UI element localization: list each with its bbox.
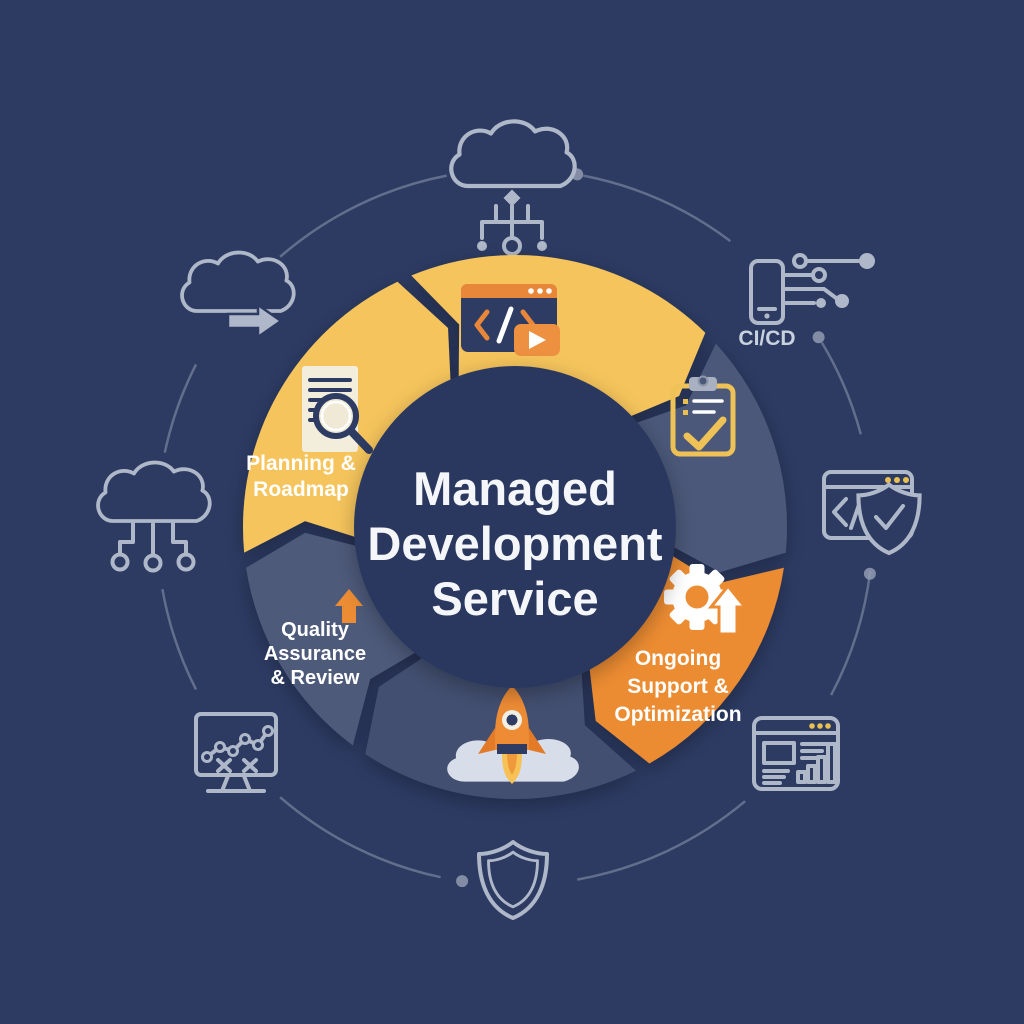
svg-text:Optimization: Optimization bbox=[614, 703, 741, 726]
monitor-chart-icon bbox=[194, 712, 278, 793]
center-title-line1: Managed bbox=[413, 462, 617, 515]
svg-text:Assurance: Assurance bbox=[264, 643, 366, 665]
qa-label: Quality Assurance & Review bbox=[264, 619, 366, 689]
center-title-line2: Development bbox=[367, 517, 662, 570]
cloud-transfer-icon bbox=[180, 250, 296, 340]
center-circle bbox=[354, 366, 676, 688]
center-title-line3: Service bbox=[431, 572, 598, 625]
svg-text:Planning &: Planning & bbox=[246, 452, 356, 475]
right-arrow-icon bbox=[226, 302, 284, 340]
planning-label: Planning & Roadmap bbox=[246, 452, 356, 501]
cloud-network-icon bbox=[96, 460, 212, 573]
gear-upgrade-icon bbox=[664, 564, 749, 636]
svg-text:Quality: Quality bbox=[281, 619, 350, 641]
svg-text:& Review: & Review bbox=[271, 667, 360, 689]
svg-text:Ongoing: Ongoing bbox=[635, 647, 721, 670]
document-magnifier-icon bbox=[302, 366, 373, 454]
svg-text:Roadmap: Roadmap bbox=[253, 478, 349, 501]
support-label: Ongoing Support & Optimization bbox=[614, 647, 741, 726]
shield-icon bbox=[477, 840, 549, 920]
orbit-circle bbox=[161, 174, 872, 881]
clipboard-check-icon bbox=[670, 375, 736, 457]
rocket-launch-icon bbox=[447, 686, 579, 784]
up-arrow-overlay-icon bbox=[707, 583, 749, 636]
circuit-traces-icon bbox=[784, 253, 875, 308]
dashboard-analytics-icon bbox=[752, 716, 840, 791]
cicd-label: CI/CD bbox=[738, 327, 795, 350]
up-arrow-icon bbox=[335, 589, 363, 623]
wheel-segment-qa bbox=[246, 532, 427, 746]
smartphone-cicd-icon: CI/CD bbox=[738, 253, 875, 350]
cloud-circuit-icon bbox=[451, 121, 574, 256]
code-window-shield-icon bbox=[822, 470, 920, 553]
code-editor-play-icon bbox=[461, 284, 560, 356]
svg-text:Support &: Support & bbox=[627, 675, 728, 698]
